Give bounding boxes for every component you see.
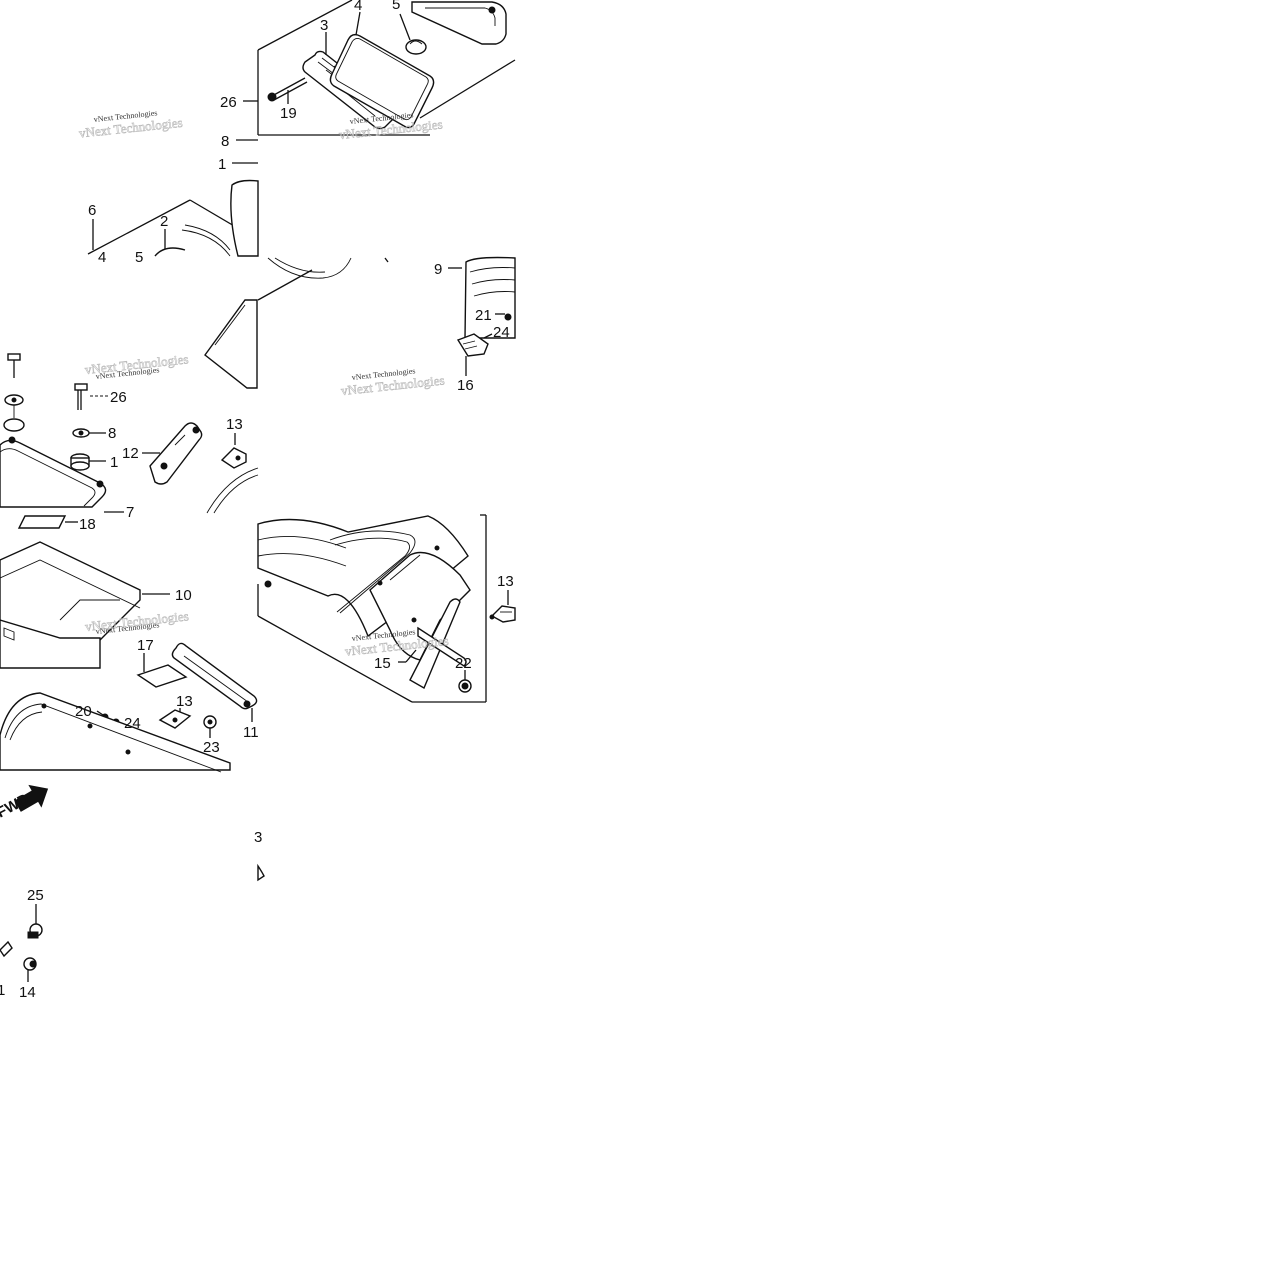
nut-14 bbox=[23, 957, 37, 982]
clip-13c bbox=[489, 590, 516, 623]
strap-11 bbox=[171, 642, 258, 722]
callout-24b: 24 bbox=[124, 715, 141, 732]
lid-10 bbox=[0, 541, 170, 669]
tile-middle-left bbox=[0, 269, 313, 529]
callout-1c: 1 bbox=[0, 982, 5, 999]
callout-22: 22 bbox=[455, 655, 472, 672]
panel-part bbox=[204, 269, 313, 389]
tile-lower-left bbox=[0, 784, 265, 982]
tile-top-left bbox=[87, 100, 259, 257]
stay-15 bbox=[398, 598, 467, 690]
callout-20: 20 bbox=[75, 703, 92, 720]
callout-1b: 1 bbox=[110, 454, 118, 471]
callout-8b: 8 bbox=[108, 425, 116, 442]
callout-25: 25 bbox=[27, 887, 44, 904]
callout-16: 16 bbox=[457, 377, 474, 394]
tile-bottom-middle bbox=[257, 514, 516, 703]
callout-4: 4 bbox=[354, 0, 362, 14]
callout-26: 26 bbox=[220, 94, 237, 111]
callout-19: 19 bbox=[280, 105, 297, 122]
decal-17 bbox=[136, 653, 188, 688]
callout-1: 1 bbox=[218, 156, 226, 173]
nut-22 bbox=[458, 670, 472, 693]
callout-4b: 4 bbox=[98, 249, 106, 266]
callout-6: 6 bbox=[88, 202, 96, 219]
callout-15: 15 bbox=[374, 655, 391, 672]
callout-2: 2 bbox=[160, 213, 168, 230]
callout-17: 17 bbox=[137, 637, 154, 654]
seat-shell bbox=[257, 515, 469, 638]
callout-3b: 3 bbox=[254, 829, 262, 846]
callout-26b: 26 bbox=[110, 389, 127, 406]
label-18 bbox=[17, 515, 78, 529]
callout-5: 5 bbox=[392, 0, 400, 13]
callout-7: 7 bbox=[126, 504, 134, 521]
grommet-1 bbox=[70, 453, 106, 471]
callout-21: 21 bbox=[475, 307, 492, 324]
tray-7 bbox=[0, 436, 124, 513]
callouts: 3 4 5 26 19 8 1 6 2 5 4 9 21 24 16 26 8 … bbox=[0, 0, 514, 1001]
callout-13b: 13 bbox=[176, 693, 193, 710]
housing-part bbox=[411, 1, 507, 45]
tile-bottom-left bbox=[0, 541, 258, 773]
callout-8: 8 bbox=[221, 133, 229, 150]
callout-24: 24 bbox=[493, 324, 510, 341]
callout-5b: 5 bbox=[135, 249, 143, 266]
callout-11: 11 bbox=[243, 724, 259, 741]
clip-13 bbox=[220, 433, 247, 469]
latch-16 bbox=[456, 333, 493, 376]
screw-19 bbox=[267, 77, 308, 104]
callout-12: 12 bbox=[122, 445, 139, 462]
callout-13: 13 bbox=[226, 416, 243, 433]
bracket-12 bbox=[142, 422, 203, 485]
clip-13b bbox=[158, 708, 192, 729]
bulb-part bbox=[399, 13, 427, 55]
left-fasteners bbox=[3, 353, 25, 432]
callout-9: 9 bbox=[434, 261, 442, 278]
washer-8 bbox=[72, 428, 106, 438]
callout-14: 14 bbox=[19, 984, 36, 1001]
tile-middle-middle bbox=[267, 256, 516, 376]
screw-21 bbox=[495, 313, 512, 321]
cover-9 bbox=[448, 256, 516, 339]
fwd-arrow bbox=[14, 784, 49, 812]
tile-top-middle bbox=[257, 0, 516, 136]
bolt-25 bbox=[27, 904, 43, 939]
callout-13c: 13 bbox=[497, 573, 514, 590]
callout-3: 3 bbox=[320, 17, 328, 34]
callout-23: 23 bbox=[203, 739, 220, 756]
bolt-26 bbox=[74, 383, 108, 410]
gasket-part bbox=[329, 33, 435, 129]
nut-23 bbox=[203, 715, 217, 738]
callout-18: 18 bbox=[79, 516, 96, 533]
box-part bbox=[0, 692, 231, 773]
callout-10: 10 bbox=[175, 587, 192, 604]
